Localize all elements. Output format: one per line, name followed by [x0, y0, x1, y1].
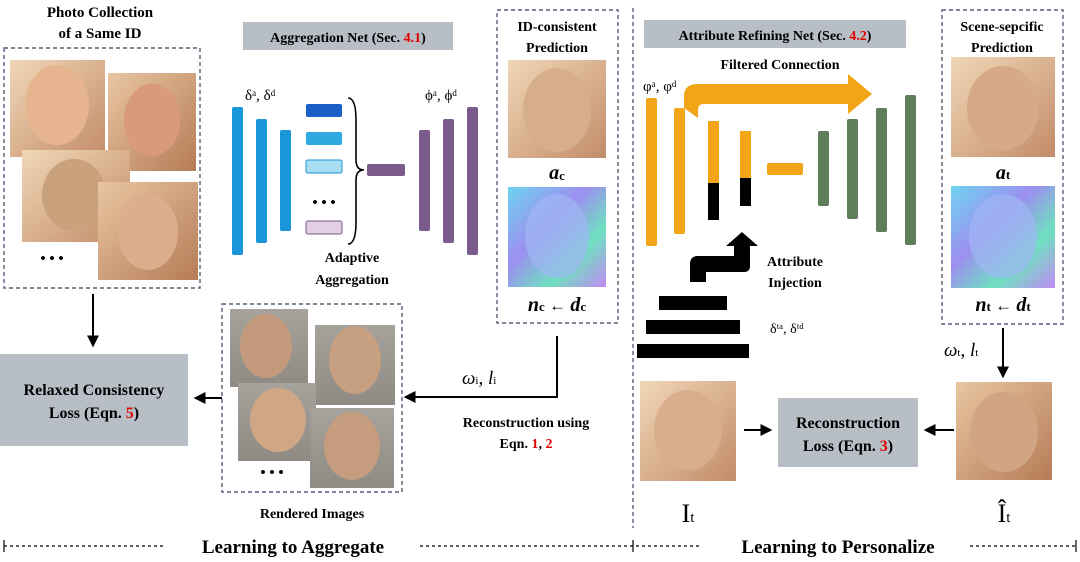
delta-label: δᵃ, δᵈ — [245, 88, 276, 104]
reconstruction-loss-1: Reconstruction — [796, 415, 900, 432]
scene-prediction-title-1: Scene-sepcific — [960, 20, 1043, 35]
omega-i-label: ωi, li — [462, 368, 496, 389]
albedo-t-label: at — [996, 162, 1011, 184]
arn-bottleneck — [767, 163, 803, 175]
footer-learning-to-aggregate: Learning to Aggregate — [202, 537, 384, 558]
photo-collection-box — [3, 47, 201, 289]
rendered-ellipsis: • • • — [260, 465, 283, 481]
recon-using-2: Eqn. 1, 2 — [500, 437, 553, 452]
normal-t-label: nt ← dt — [975, 294, 1031, 316]
feature-stack — [305, 104, 343, 235]
attribute-injection-2: Injection — [768, 276, 822, 291]
adaptive-aggregation-1: Adaptive — [325, 251, 379, 266]
rendered-images — [230, 309, 395, 488]
photo-ellipsis: • • • — [40, 251, 63, 267]
filtered-connection-label: Filtered Connection — [720, 58, 839, 73]
feature-dots: • • • — [312, 195, 335, 211]
rendered-images-box — [221, 303, 403, 493]
photo-collection-title-2: of a Same ID — [59, 26, 142, 42]
recon-using-1: Reconstruction using — [463, 416, 589, 431]
scene-prediction-title-2: Prediction — [971, 41, 1033, 56]
arn-title: Attribute Refining Net (Sec. 4.2) — [679, 29, 872, 44]
relaxed-loss-1: Relaxed Consistency — [24, 382, 165, 399]
aggregation-net-title: Aggregation Net (Sec. 4.1) — [270, 31, 426, 46]
normal-c-label: nc ← dc — [528, 294, 586, 316]
rendered-target-label: Ît — [998, 499, 1012, 528]
arn-decoder — [818, 95, 916, 245]
delta-t-label: δᵗᵃ, δᵗᵈ — [770, 322, 804, 337]
rendered-images-label: Rendered Images — [260, 507, 365, 522]
aggregation-brace — [347, 97, 365, 245]
aggregation-net-title-box — [243, 22, 453, 50]
attribute-injection-1: Attribute — [767, 255, 823, 270]
attribute-injection-arrow — [690, 232, 758, 282]
relaxed-loss-2: Loss (Eqn. 5) — [49, 405, 139, 422]
attribute-code-bars — [637, 296, 749, 358]
photo-collection-faces — [10, 60, 198, 280]
omega-t-label: ωt, lt — [944, 340, 978, 361]
reconstruction-loss-2: Loss (Eqn. 3) — [803, 438, 893, 455]
albedo-c-label: ac — [549, 162, 565, 184]
reconstruction-loss-box — [778, 398, 918, 467]
relaxed-loss-box — [0, 354, 188, 446]
varphi-label: φᵃ, φᵈ — [643, 79, 677, 95]
adaptive-aggregation-2: Aggregation — [315, 273, 389, 288]
footer-learning-to-personalize: Learning to Personalize — [741, 537, 934, 558]
aggregation-decoder — [419, 107, 478, 255]
photo-collection-title-1: Photo Collection — [47, 5, 154, 21]
filtered-connection-arrow — [684, 74, 872, 118]
input-image-label: It — [682, 499, 696, 528]
arrow-prediction-to-rendered — [403, 336, 558, 403]
arn-encoder — [646, 98, 751, 246]
id-prediction-title-2: Prediction — [526, 41, 588, 56]
phi-label: ϕᵃ, ϕᵈ — [425, 88, 457, 104]
id-prediction-title-1: ID-consistent — [517, 20, 597, 35]
aggregation-encoder — [232, 107, 291, 255]
arn-title-box — [644, 20, 906, 48]
aggregated-feature — [367, 164, 405, 176]
